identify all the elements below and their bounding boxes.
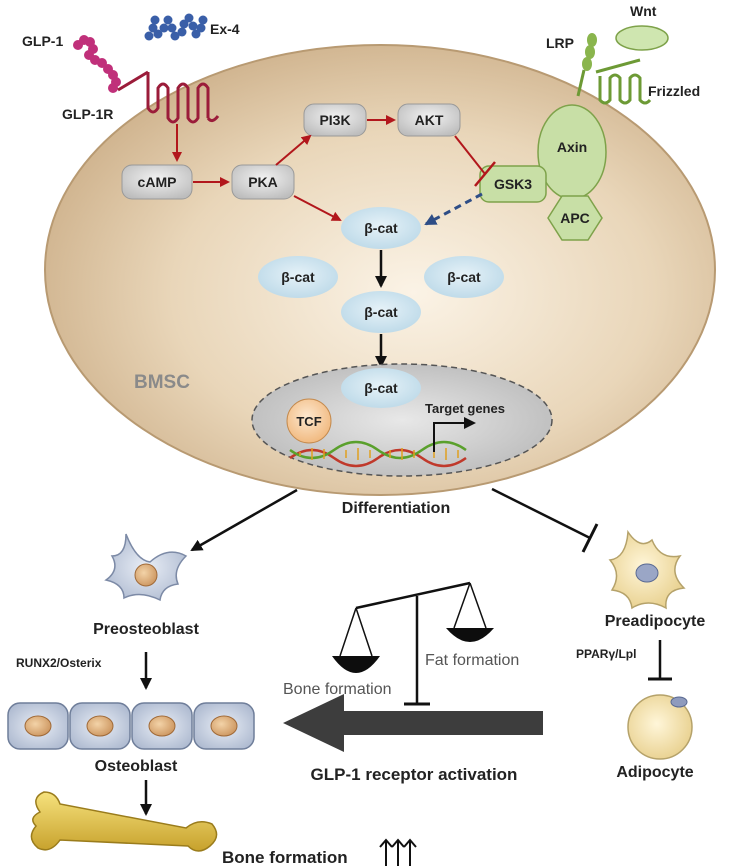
bcat-label-right: β-cat (447, 269, 481, 285)
bcat-node-top (341, 207, 421, 249)
akt-label: AKT (415, 112, 444, 128)
tcf-label: TCF (296, 414, 321, 429)
apc-label: APC (560, 210, 590, 226)
adipocyte-nucleus (670, 696, 688, 708)
balance-scale-icon (332, 581, 494, 706)
preadipocyte-label: Preadipocyte (605, 613, 706, 630)
nucleus (251, 363, 553, 477)
inhibit-akt-to-gsk3 (454, 135, 486, 175)
bcat-node-middle (341, 291, 421, 333)
glp1r-receptor-icon (117, 70, 220, 124)
bone-formation-result-label: Bone formation (222, 848, 348, 867)
ex4-ligand-icon (144, 13, 208, 41)
pi3k-node (303, 103, 367, 137)
glp1r-label: GLP-1R (62, 106, 113, 122)
osteoblast-label: Osteoblast (95, 758, 178, 775)
adipocyte-label: Adipocyte (616, 764, 693, 781)
ex4-label: Ex-4 (210, 21, 240, 37)
inhibit-akt-to-gsk3-bar (474, 161, 496, 187)
ppar-lpl-label: PPARγ/Lpl (576, 647, 636, 661)
differentiation-label: Differentiation (342, 500, 450, 517)
wnt-ligand-icon (615, 25, 669, 51)
bcat-node-left (258, 256, 338, 298)
akt-node (397, 103, 461, 137)
gsk3-label: GSK3 (494, 176, 532, 192)
bone-icon (30, 791, 218, 852)
bone-formation-balance-label: Bone formation (283, 681, 392, 698)
bcat-label-nucleus: β-cat (364, 380, 398, 396)
bcat-node-nucleus (341, 368, 421, 408)
triple-up-arrows-icon (379, 838, 417, 866)
adipocyte-cell-icon (627, 694, 693, 760)
bcat-label-left: β-cat (281, 269, 315, 285)
osteoblast-cells-icon (7, 702, 255, 750)
bcat-node-right (424, 256, 504, 298)
arrow-gsk3-to-bcat-dashed (424, 192, 483, 226)
camp-label: cAMP (138, 174, 177, 190)
preadipocyte-nucleus (635, 563, 659, 583)
preosteoblast-label: Preosteoblast (93, 621, 199, 638)
bmsc-label: BMSC (134, 372, 190, 393)
glp1-label: GLP-1 (22, 33, 63, 49)
lrp-label: LRP (546, 35, 574, 51)
bcat-label-top: β-cat (364, 220, 398, 236)
target-genes-label: Target genes (425, 401, 505, 416)
tcf-node (286, 398, 332, 444)
axin-label: Axin (557, 139, 587, 155)
fat-formation-label: Fat formation (425, 652, 519, 669)
wnt-label: Wnt (630, 3, 657, 19)
glp1-activation-arrow (283, 694, 543, 752)
lrp-receptor-icon (576, 33, 597, 97)
inhibit-to-preadipocyte-bar (581, 523, 599, 553)
frizzled-receptor-icon (595, 58, 652, 105)
camp-node (121, 164, 193, 200)
frizzled-label: Frizzled (648, 83, 700, 99)
pka-node (231, 164, 295, 200)
transcription-start-arrow (433, 417, 476, 452)
pka-label: PKA (248, 174, 278, 190)
glp1-receptor-activation-label: GLP-1 receptor activation (311, 765, 518, 784)
arrow-pka-to-pi3k (275, 134, 312, 166)
apc-node (547, 195, 603, 241)
arrow-to-preosteoblast (190, 488, 298, 552)
preosteoblast-nucleus (134, 563, 158, 587)
runx2-osterix-label: RUNX2/Osterix (16, 656, 102, 670)
bcat-label-middle: β-cat (364, 304, 398, 320)
inhibit-to-preadipocyte (491, 487, 591, 540)
arrow-pka-to-bcat (293, 195, 342, 221)
pi3k-label: PI3K (319, 112, 350, 128)
gsk3-node (479, 165, 547, 203)
glp1-ligand-icon (73, 35, 121, 93)
